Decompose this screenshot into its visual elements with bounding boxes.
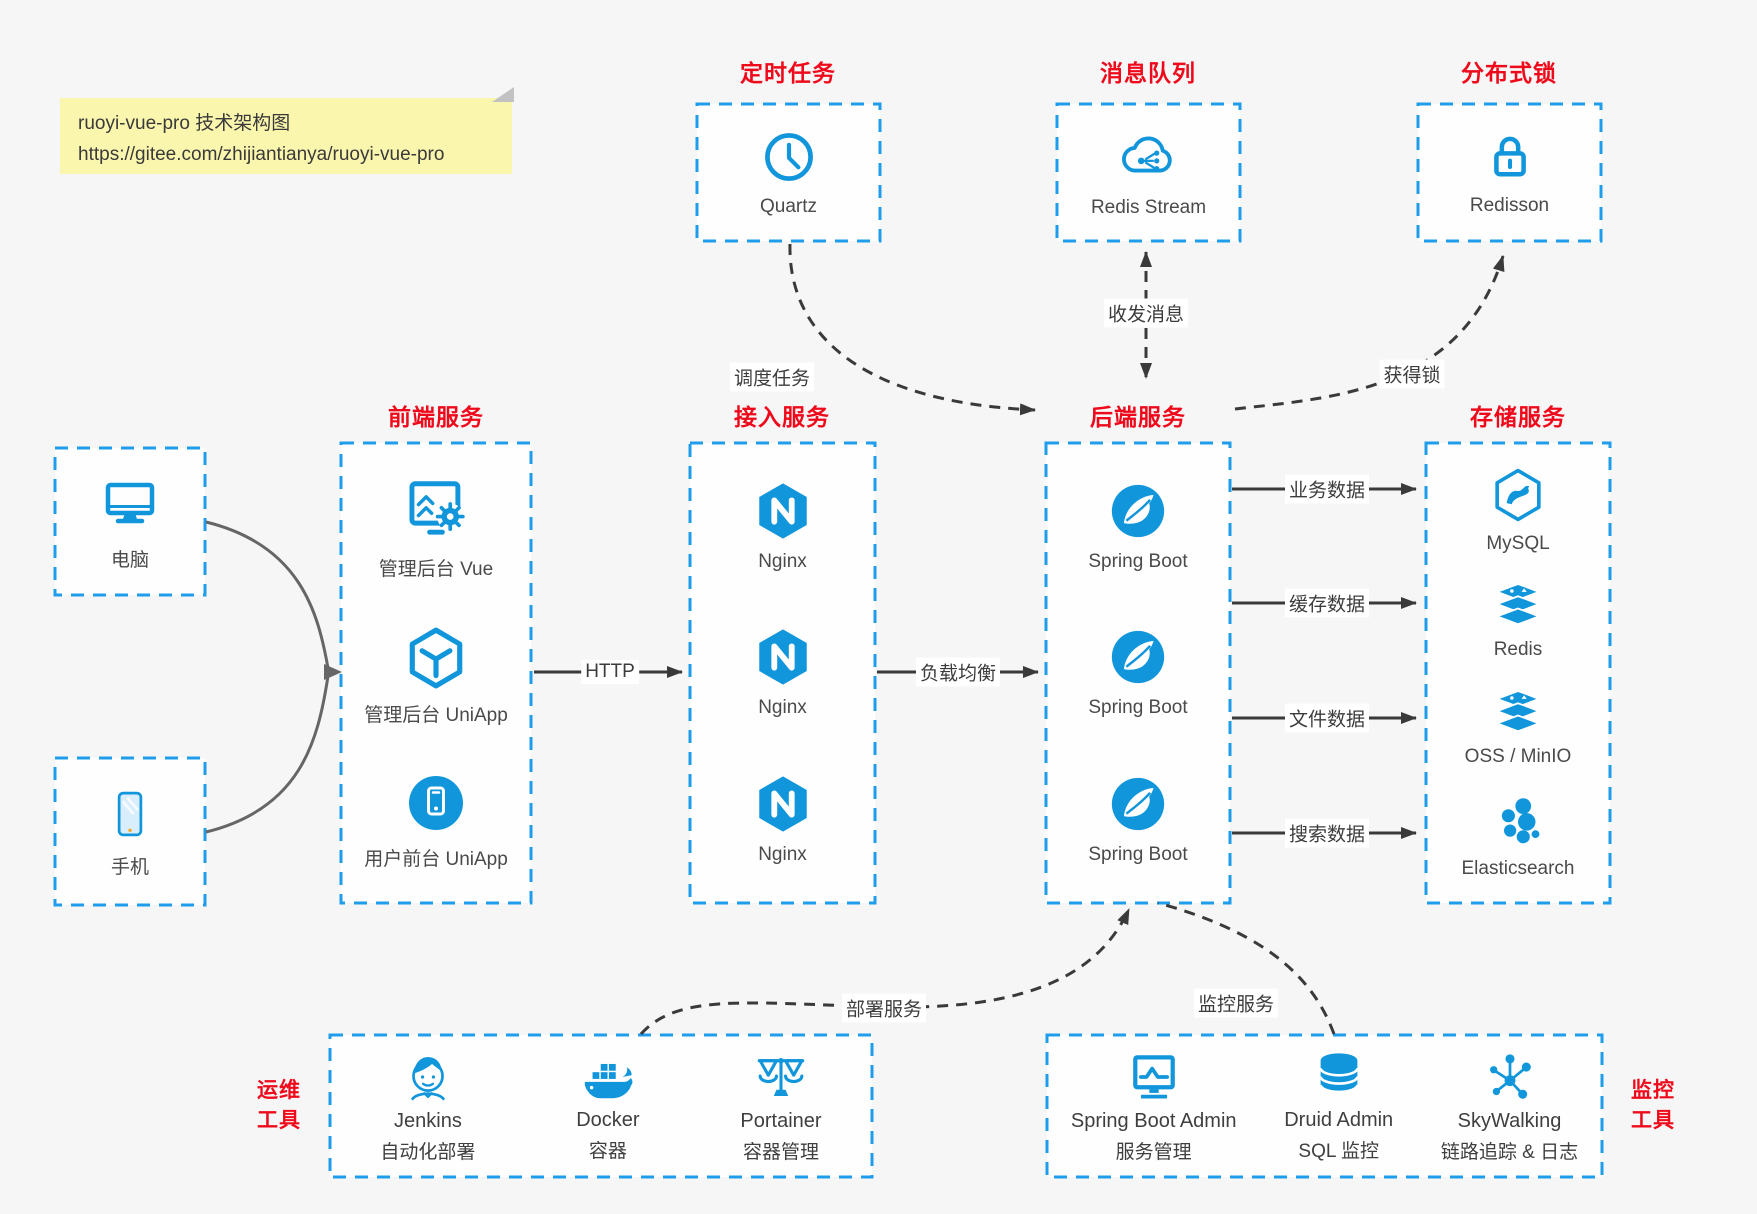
gateway-item-label: Nginx [758, 697, 807, 719]
note-title: ruoyi-vue-pro 技术架构图 [78, 113, 291, 134]
storage-item-label: MySQL [1486, 532, 1550, 554]
desktop-icon [105, 482, 155, 523]
monitor-item-desc: 服务管理 [1115, 1142, 1192, 1163]
client-label: 手机 [110, 856, 149, 878]
uniapp-cube-icon [409, 627, 463, 689]
backend-item-label: Spring Boot [1088, 550, 1188, 572]
edge-label-deploy: 部署服务 [841, 993, 927, 1023]
node-label: Quartz [759, 196, 818, 217]
client-label: 电脑 [110, 549, 149, 571]
frontend-item-label: 管理后台 Vue [378, 559, 494, 580]
frontend-item-label: 管理后台 UniApp [364, 705, 508, 726]
edge-label-lock: 获得锁 [1379, 359, 1445, 389]
edge-label-file-data: 文件数据 [1284, 703, 1370, 733]
column-frontend: 管理后台 Vue 管理后台 UniApp 用户前台 UniApp [341, 443, 531, 903]
monitor-item-name: SkyWalking [1457, 1110, 1562, 1132]
gateway-item-label: Nginx [758, 844, 807, 866]
elasticsearch-icon [1501, 798, 1540, 844]
spring-boot-admin-icon [1132, 1055, 1175, 1099]
edge-label-load-balance: 负载均衡 [915, 657, 1001, 687]
node-pc: 电脑 [55, 448, 205, 595]
label-message-queue: 消息队列 [1100, 60, 1196, 86]
monitor-item-name: Spring Boot Admin [1070, 1110, 1237, 1132]
edge-label-schedule: 调度任务 [729, 362, 815, 392]
mysql-icon [1495, 468, 1541, 522]
node-redisson: Redisson [1418, 104, 1601, 241]
gateway-item-label: Nginx [758, 550, 807, 572]
group-monitor-tools: Spring Boot Admin 服务管理 Druid Admin SQL 监… [1047, 1035, 1602, 1177]
label-storage-services: 存储服务 [1470, 404, 1566, 430]
node-label: Redisson [1469, 195, 1550, 216]
backend-item-label: Spring Boot [1088, 697, 1188, 719]
ops-item-name: Portainer [740, 1110, 822, 1132]
docker-icon [584, 1063, 633, 1099]
edge-pc-frontend [205, 520, 330, 669]
portainer-icon [757, 1057, 805, 1097]
nginx-icon [758, 483, 807, 539]
jenkins-icon [411, 1057, 445, 1101]
monitor-item-name: Druid Admin [1284, 1109, 1394, 1131]
storage-item-label: Redis [1493, 639, 1543, 661]
clock-icon [764, 133, 813, 181]
nginx-icon [758, 776, 807, 832]
label-monitor-tools: 监控工具 [1631, 1079, 1675, 1133]
edge-label-business-data: 业务数据 [1284, 474, 1370, 504]
admin-vue-icon [409, 481, 465, 535]
node-label: Redis Stream [1090, 197, 1207, 218]
spring-boot-icon [1111, 631, 1165, 684]
spring-boot-icon [1111, 484, 1165, 537]
edge-label-cache-data: 缓存数据 [1284, 588, 1370, 618]
storage-item-label: OSS / MinIO [1464, 745, 1572, 767]
skywalking-icon [1489, 1054, 1531, 1099]
oss-minio-icon [1496, 689, 1540, 732]
frontend-item-label: 用户前台 UniApp [364, 849, 508, 870]
spring-boot-icon [1111, 777, 1165, 831]
ops-item-name: Docker [576, 1109, 640, 1131]
edge-lock [1234, 255, 1505, 411]
node-mobile: 手机 [55, 758, 205, 905]
note-url: https://gitee.com/zhijiantianya/ruoyi-vu… [78, 144, 445, 166]
smartphone-icon [117, 791, 143, 836]
sticky-note: ruoyi-vue-pro 技术架构图 https://gitee.com/zh… [60, 87, 514, 174]
group-ops-tools: Jenkins 自动化部署 Docker 容器 [330, 1035, 872, 1177]
edge-label-search-data: 搜索数据 [1284, 818, 1370, 848]
ops-item-desc: 容器管理 [742, 1142, 819, 1163]
cloud-message-icon [1122, 136, 1173, 173]
node-quartz: Quartz [697, 104, 880, 241]
label-ops-tools: 运维工具 [257, 1079, 301, 1133]
label-distributed-lock: 分布式锁 [1461, 60, 1557, 86]
column-backend: Spring Boot Spring Boot Spring Boot [1046, 443, 1230, 903]
lock-icon [1493, 136, 1526, 177]
ops-item-desc: 自动化部署 [380, 1142, 476, 1163]
label-backend-services: 后端服务 [1090, 404, 1186, 430]
edge-label-message: 收发消息 [1103, 298, 1189, 328]
label-scheduled-jobs: 定时任务 [740, 60, 836, 86]
edge-phone-frontend [205, 675, 330, 834]
user-app-icon [408, 776, 463, 830]
column-storage: MySQL Redis [1426, 443, 1610, 903]
druid-icon [1319, 1053, 1359, 1094]
storage-item-label: Elasticsearch [1461, 858, 1575, 880]
edge-label-monitor: 监控服务 [1193, 988, 1279, 1018]
label-frontend-services: 前端服务 [388, 404, 484, 430]
monitor-item-desc: SQL 监控 [1298, 1141, 1379, 1162]
redis-icon [1496, 583, 1540, 626]
ops-item-desc: 容器 [588, 1141, 627, 1162]
monitor-item-desc: 链路追踪 & 日志 [1440, 1142, 1579, 1163]
note-fold-corner [492, 87, 514, 102]
nginx-icon [758, 629, 807, 686]
node-redis-stream: Redis Stream [1057, 104, 1240, 241]
label-gateway-services: 接入服务 [734, 404, 830, 430]
backend-item-label: Spring Boot [1088, 844, 1188, 866]
edge-label-http: HTTP [581, 660, 639, 684]
edge-schedule [788, 243, 1036, 416]
ops-item-name: Jenkins [394, 1110, 462, 1132]
client-arrowhead [324, 664, 342, 680]
column-gateway: Nginx Nginx Nginx [690, 443, 875, 903]
